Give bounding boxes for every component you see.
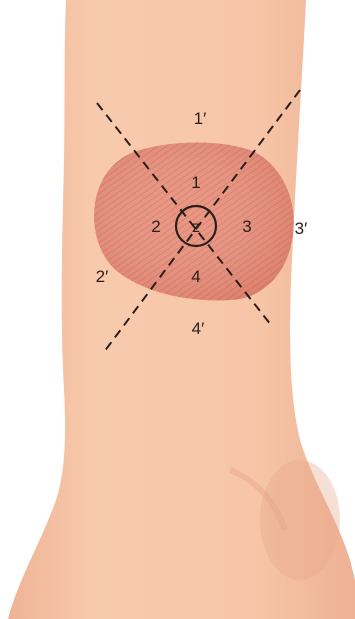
label-zone-1-prime: 1′ (194, 109, 207, 128)
label-zone-2: 2 (151, 217, 160, 236)
label-center-z: z (192, 219, 200, 236)
label-zone-2-prime: 2′ (96, 267, 109, 286)
label-zone-4-prime: 4′ (192, 319, 205, 338)
label-zone-3: 3 (242, 217, 251, 236)
label-zone-4: 4 (191, 267, 200, 286)
label-zone-3-prime: 3′ (295, 219, 308, 238)
label-zone-1: 1 (191, 173, 200, 192)
ankle-shading (260, 460, 340, 580)
